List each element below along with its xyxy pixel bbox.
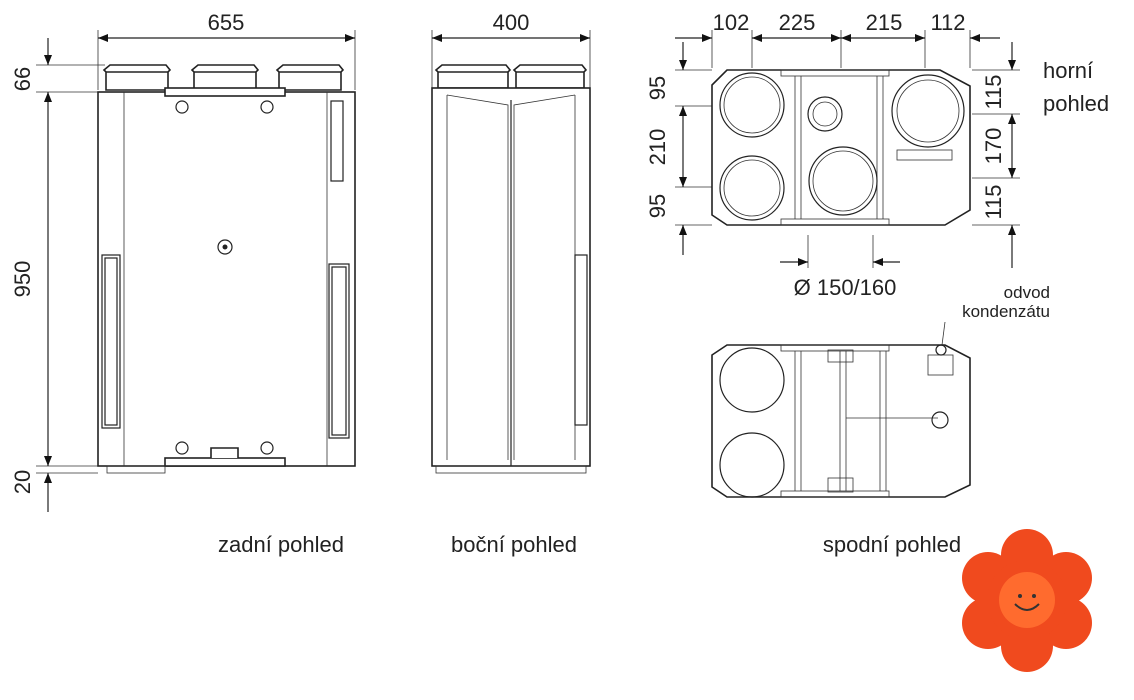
- duct-caps: [102, 64, 345, 91]
- diameter-dimension: Ø 150/160: [794, 275, 897, 300]
- side-view-label: boční pohled: [451, 532, 577, 557]
- control-panel: [330, 100, 344, 182]
- condensate-note-line2: kondenzátu: [962, 302, 1050, 321]
- top-dim-1: 102: [713, 10, 750, 35]
- right-handle: [328, 263, 350, 439]
- top-view-label-line2: pohled: [1043, 91, 1109, 116]
- right-dim-1: 115: [981, 74, 1006, 109]
- flower-logo: [962, 529, 1092, 672]
- cap-height-dimension: 66: [10, 67, 35, 91]
- left-handle: [101, 254, 121, 429]
- top-dim-2: 225: [779, 10, 816, 35]
- top-view: 102 225 215 112 95 210 95 115 170 115 Ø …: [645, 10, 1109, 300]
- foot-height-dimension: 20: [10, 470, 35, 494]
- top-dim-3: 215: [866, 10, 903, 35]
- bottom-view: odvod kondenzátu spodní pohled: [711, 283, 1050, 557]
- width-dimension: 655: [208, 10, 245, 35]
- back-view: 655 66 950 20 zadní pohled: [10, 10, 356, 557]
- body-height-dimension: 950: [10, 261, 35, 298]
- left-dim-1: 95: [645, 76, 670, 100]
- right-dim-2: 170: [981, 128, 1006, 165]
- bottom-view-label: spodní pohled: [823, 532, 961, 557]
- top-view-label-line1: horní: [1043, 58, 1093, 83]
- left-dim-3: 95: [645, 194, 670, 218]
- unit-body: [97, 91, 356, 467]
- back-view-label: zadní pohled: [218, 532, 344, 557]
- top-dim-4: 112: [930, 10, 965, 35]
- side-view: 400 boční pohled: [431, 10, 591, 557]
- center-port-icon: [217, 239, 233, 255]
- condensate-note-line1: odvod: [1004, 283, 1050, 302]
- left-dim-2: 210: [645, 129, 670, 166]
- right-dim-3: 115: [981, 184, 1006, 219]
- bottom-outline: [711, 344, 971, 498]
- depth-dimension: 400: [493, 10, 530, 35]
- smiley-face-icon: [999, 572, 1055, 628]
- duct-openings: [719, 72, 965, 221]
